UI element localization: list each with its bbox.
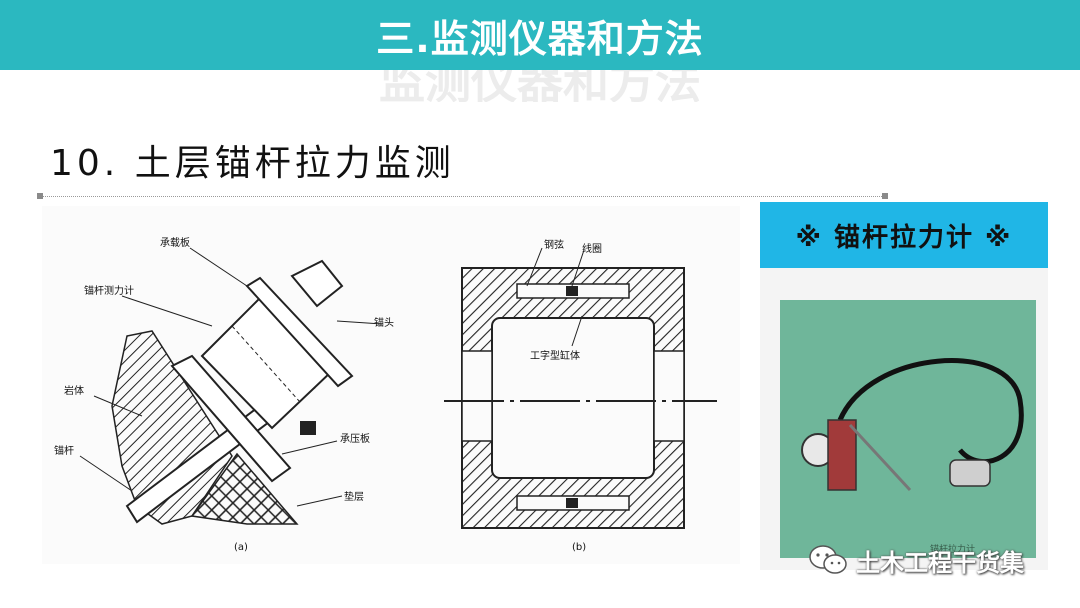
left-slot	[461, 350, 493, 442]
label-anchor-rod: 锚杆	[54, 445, 74, 457]
connector-block	[300, 421, 316, 435]
hydraulic-pump	[827, 419, 857, 491]
figure-a-caption: (a)	[234, 542, 248, 553]
figure-b-svg: 钢弦 线圈 工字型缸体 (b)	[444, 238, 717, 553]
tension-jack	[949, 459, 991, 487]
gauge-panel: ※ 锚杆拉力计 ※ 锚杆拉力计	[760, 202, 1048, 570]
pump-handle	[848, 423, 912, 492]
watermark-text: 土木工程干货集	[856, 548, 1024, 577]
gauge-photo: 锚杆拉力计	[780, 300, 1036, 558]
figure-a-diagram: 承载板 锚杆测力计 锚头 岩体 锚杆 承压板 垫层 (a)	[42, 206, 432, 564]
label-force-meter: 锚杆测力计	[84, 284, 134, 297]
watermark: 土木工程干货集	[808, 542, 1024, 578]
gauge-photo-svg	[801, 358, 1024, 492]
gauge-photo-caption: 锚杆拉力计	[930, 545, 976, 555]
divider-line	[40, 196, 888, 197]
label-coil: 线圈	[582, 242, 602, 255]
gauge-panel-header: ※ 锚杆拉力计 ※	[760, 202, 1048, 268]
right-slot	[653, 350, 685, 442]
gauge-panel-title: ※ 锚杆拉力计 ※	[795, 222, 1013, 253]
pressure-plate-shape	[170, 354, 292, 483]
label-steel-string: 钢弦	[544, 238, 564, 251]
anchor-head-nut	[290, 259, 344, 308]
figure-b-diagram: 钢弦 线圈 工字型缸体 (b)	[432, 206, 740, 564]
figure-a-svg: 承载板 锚杆测力计 锚头 岩体 锚杆 承压板 垫层 (a)	[54, 236, 394, 553]
header-bar: 三.监测仪器和方法	[0, 0, 1080, 70]
bearing-plate-shape	[245, 276, 354, 388]
page-title: 三.监测仪器和方法	[376, 16, 704, 61]
bottom-coil	[566, 498, 578, 508]
label-i-cylinder: 工字型缸体	[530, 349, 580, 362]
wechat-icon	[809, 545, 847, 574]
label-pressure-plate: 承压板	[340, 432, 370, 445]
section-subtitle: 10. 土层锚杆拉力监测	[50, 143, 455, 184]
hose	[837, 358, 1024, 465]
cushion-layer	[190, 452, 299, 525]
label-bearing-plate: 承载板	[160, 236, 190, 249]
top-coil	[566, 286, 578, 296]
label-anchor-head: 锚头	[374, 317, 394, 329]
figure-b-caption: (b)	[572, 542, 586, 553]
label-rock: 岩体	[64, 384, 84, 397]
label-cushion: 垫层	[344, 490, 364, 503]
divider-dot-left	[37, 193, 43, 199]
divider-dot-right	[882, 193, 888, 199]
